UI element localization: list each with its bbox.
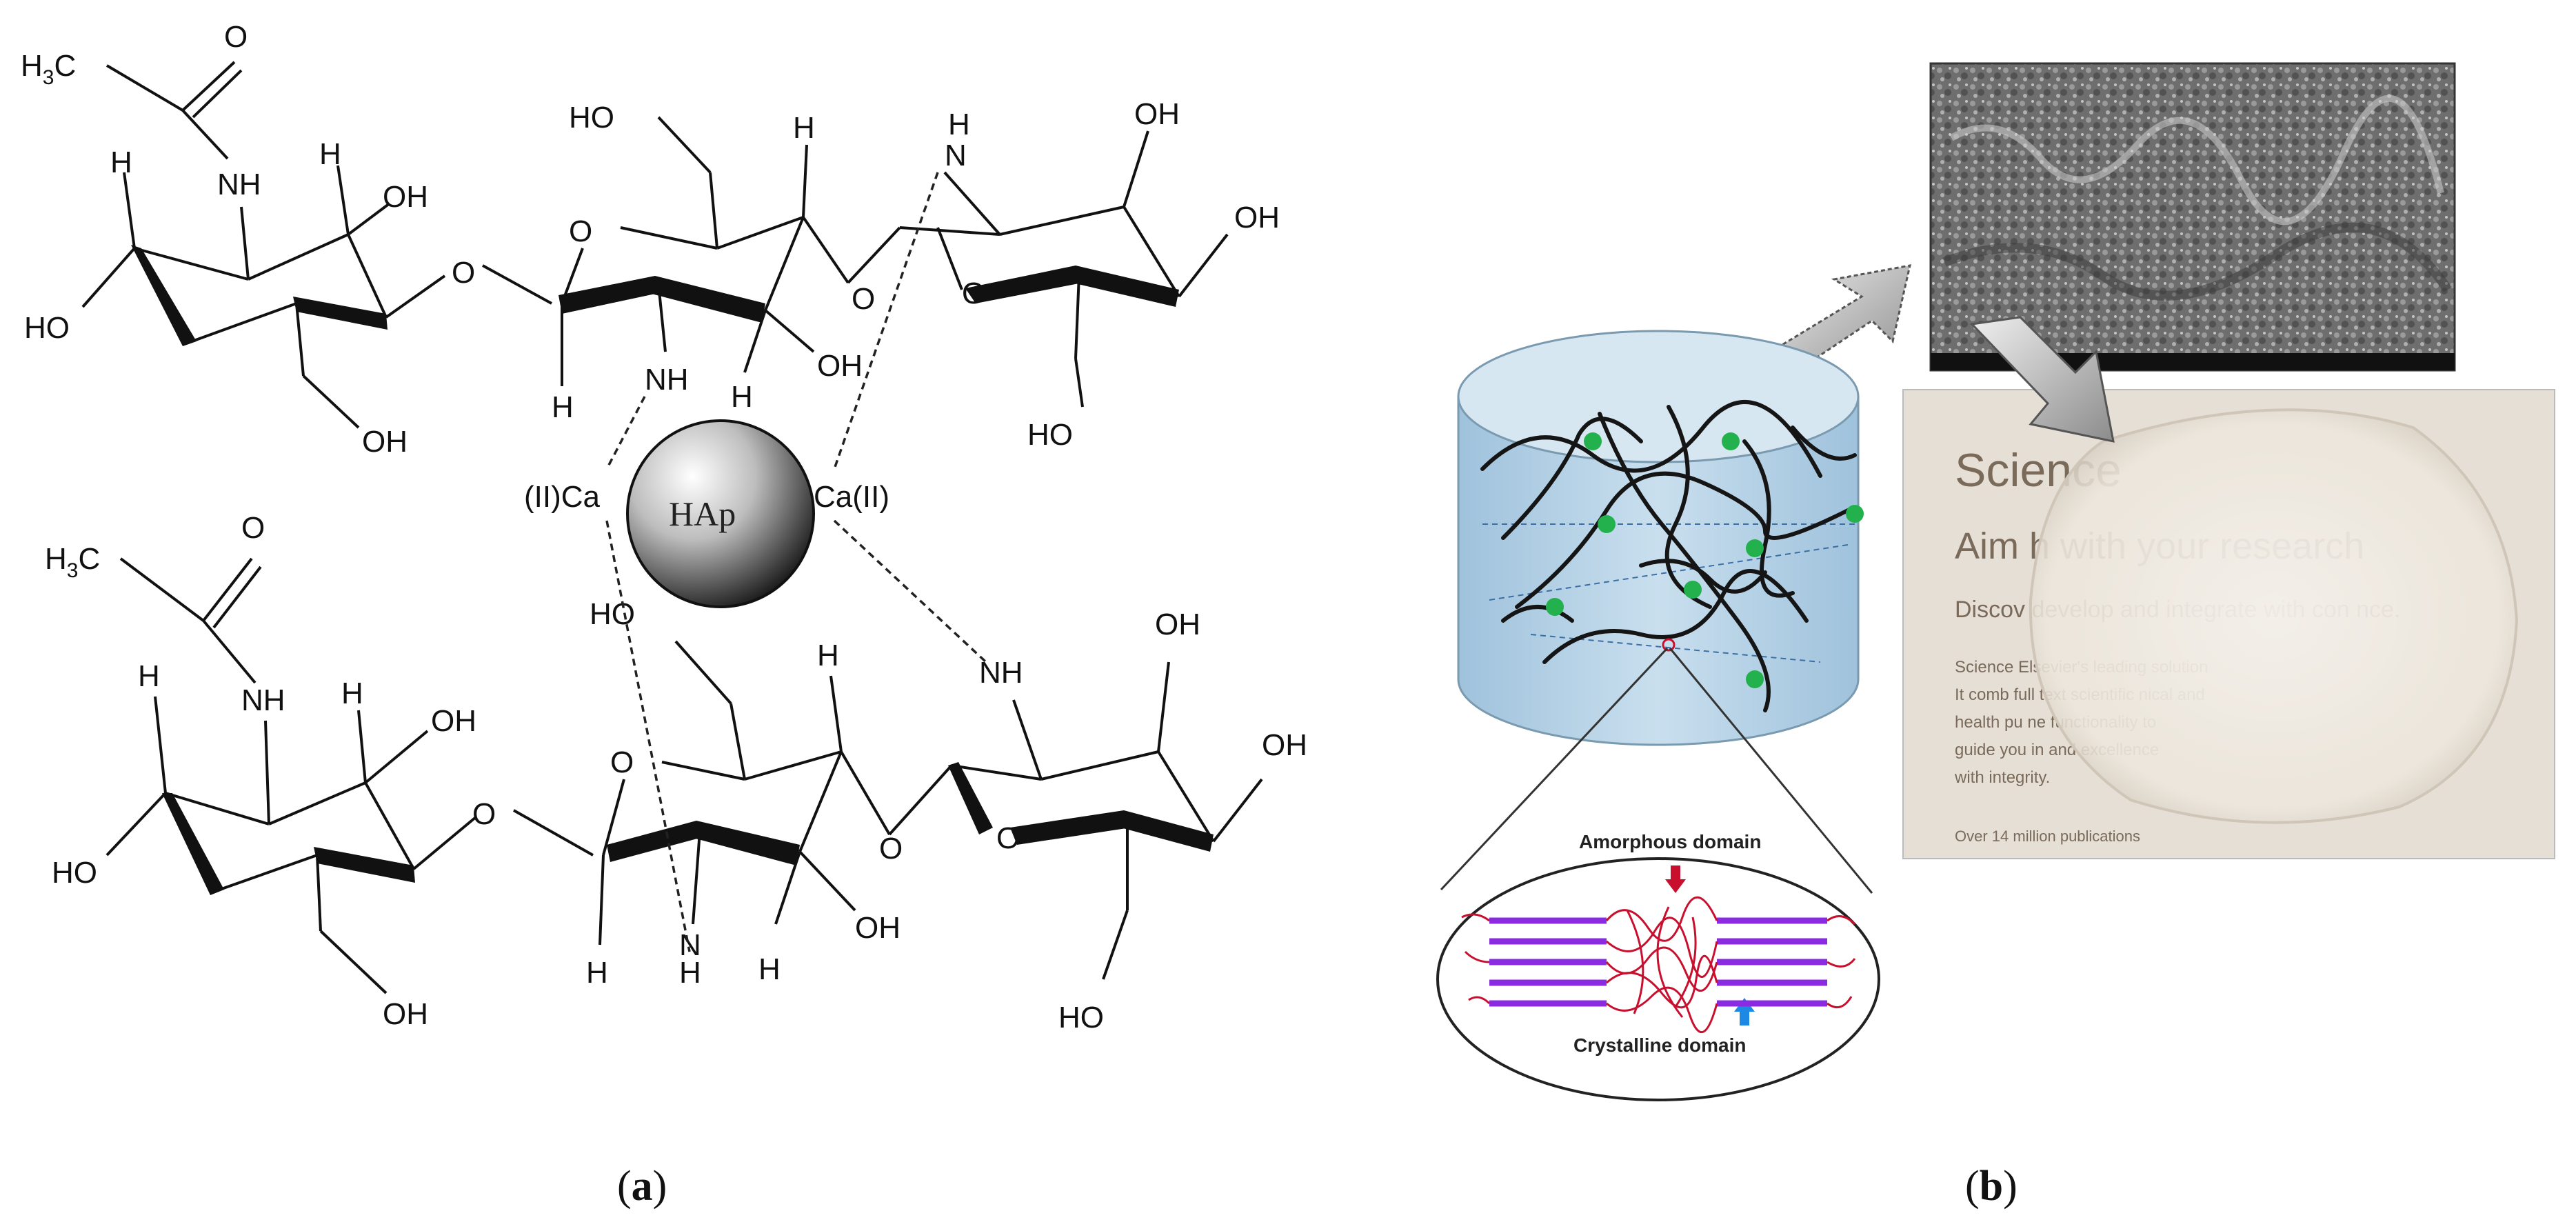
bottom-ring3-o: O <box>996 821 1020 855</box>
top-carbonyl-oxygen: O <box>224 20 248 54</box>
bottom-ring2-h-bottom: H <box>758 952 781 986</box>
top-ring3-oh-right: OH <box>1234 201 1280 234</box>
bottom-glycosidic-o1: O <box>472 797 496 831</box>
amorphous-chains <box>1461 896 1856 1034</box>
crystalline-lamellae <box>1489 917 1827 1007</box>
bottom-ring3-ho: HO <box>1058 1001 1104 1034</box>
zoom-line-right <box>1669 648 1873 894</box>
bottom-ring2-h-top: H <box>817 639 839 672</box>
coordination-line-bottom-right <box>833 519 987 663</box>
top-ring1-h: H <box>110 146 132 179</box>
membrane-photo: Science Aim h with your research Discov … <box>1902 389 2555 859</box>
bottom-ring2-h: H <box>586 956 608 990</box>
top-ring2-h-top: H <box>793 111 815 145</box>
bottom-ring1-h: H <box>138 659 160 693</box>
bottom-ring3-nh: NH <box>979 656 1023 690</box>
top-ring2-oh: OH <box>817 349 863 383</box>
top-methyl-label: H3C <box>21 49 76 89</box>
top-ring-1 <box>81 61 446 429</box>
top-ring3-h: H <box>948 108 970 141</box>
calcium-right-label: Ca(II) <box>814 480 889 514</box>
top-ring2-ho: HO <box>569 101 614 134</box>
bottom-ring-3 <box>948 661 1263 980</box>
top-ring1-h2: H <box>319 137 341 171</box>
polymer-fibers <box>1480 400 1857 712</box>
bottom-ring2-o: O <box>610 745 634 779</box>
panel-b-label: (b) <box>1965 1163 2017 1210</box>
polymer-domain-zoom: Amorphous domain Crystalline domain <box>1436 831 1880 1101</box>
top-nh-label: NH <box>217 168 261 201</box>
top-ring-2 <box>482 116 901 386</box>
crystalline-domain-label: Crystalline domain <box>1573 1034 1747 1056</box>
top-chitin-chain: H3C O NH H H OH HO OH O O H NH HO H H OH… <box>21 20 1280 459</box>
top-ring2-nh: NH <box>645 363 689 397</box>
bottom-glycosidic-o2: O <box>879 832 903 865</box>
top-ring1-oh: OH <box>383 180 428 214</box>
amorphous-domain-label: Amorphous domain <box>1579 831 1761 852</box>
top-ring2-h: H <box>552 390 574 424</box>
top-ring3-ho: HO <box>1027 418 1073 452</box>
calcium-left-label: (II)Ca <box>524 480 601 514</box>
bottom-ring-1 <box>105 557 477 994</box>
zoom-origin-marker <box>1662 638 1676 652</box>
coordination-line-top-right <box>833 172 939 470</box>
top-ring2-h-bottom: H <box>731 380 753 414</box>
hap-sphere <box>626 419 815 608</box>
bottom-ring3-oh-right: OH <box>1262 728 1307 762</box>
coordination-line-top-left <box>605 396 646 470</box>
bottom-ring1-oh: OH <box>431 704 476 738</box>
bottom-ring3-oh-top: OH <box>1155 608 1200 641</box>
top-ring2-o: O <box>569 214 592 248</box>
top-ring3-n: N <box>945 139 967 172</box>
panel-b-scaffold-illustration: Science Aim h with your research Discov … <box>1436 62 2555 1210</box>
photo-line-6: with integrity. <box>1954 768 2050 787</box>
bottom-ring2-oh: OH <box>855 911 900 945</box>
top-ring3-o: O <box>962 277 985 310</box>
photo-bullet: Over 14 million publications <box>1955 828 2140 845</box>
bottom-carbonyl-oxygen: O <box>241 511 265 545</box>
hap-nanoparticle-group: HAp (II)Ca Ca(II) <box>524 172 987 952</box>
scaffold-cylinder <box>1457 330 1864 746</box>
bottom-ring2-n: N <box>679 928 701 962</box>
zoom-line-left <box>1440 647 1669 891</box>
top-ring1-ch2oh: OH <box>362 425 407 459</box>
panel-a-chitosan-hap-structure: H3C O NH H H OH HO OH O O H NH HO H H OH… <box>21 20 1307 1210</box>
top-ring-3 <box>899 130 1229 408</box>
bottom-ring-2 <box>513 640 953 945</box>
top-ring1-ho: HO <box>24 311 70 345</box>
bottom-ring2-ho: HO <box>590 597 635 631</box>
top-ring3-oh-top: OH <box>1134 97 1180 131</box>
bottom-chitin-chain: H3C O NH H H OH HO OH O O H N H HO H H O… <box>45 511 1307 1034</box>
top-glycosidic-o1: O <box>452 256 475 290</box>
chitosan-membrane-disc <box>2029 408 2519 824</box>
top-glycosidic-o2: O <box>852 282 875 316</box>
amorphous-pointer-arrow <box>1665 865 1686 893</box>
panel-a-label: (a) <box>617 1163 667 1210</box>
bottom-ring1-ch2oh: OH <box>383 997 428 1031</box>
bottom-ring1-ho: HO <box>52 856 97 890</box>
bottom-methyl-label: H3C <box>45 542 100 582</box>
coordination-line-bottom-left <box>605 520 691 952</box>
bottom-ring2-nh-h: H <box>679 956 701 990</box>
bottom-ring1-h2: H <box>341 677 363 710</box>
bottom-nh-label: NH <box>241 683 285 717</box>
bioactive-particles <box>1546 432 1864 688</box>
hap-label: HAp <box>669 494 736 533</box>
arrow-sem-to-photo <box>1969 316 2115 443</box>
